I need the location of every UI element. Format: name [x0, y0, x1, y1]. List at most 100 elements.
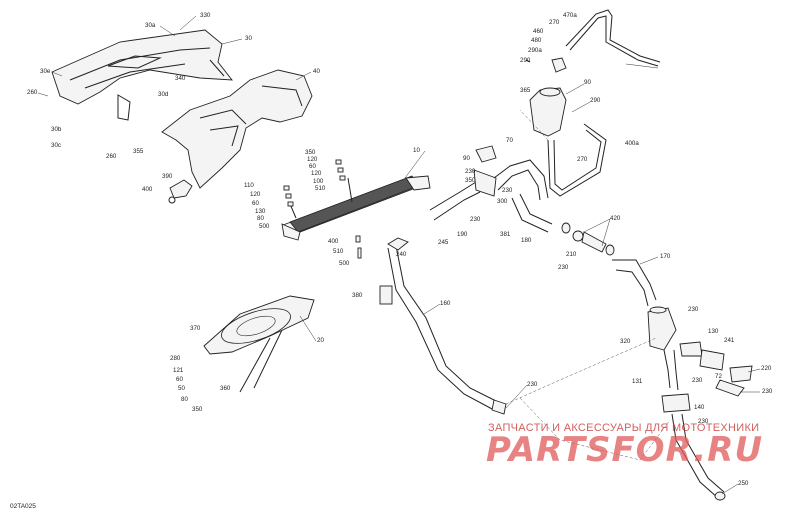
part-131-hose: [661, 349, 691, 413]
callout-50: 50: [178, 385, 185, 392]
callout-120c: 120: [311, 170, 322, 177]
callout-330: 330: [200, 12, 211, 19]
callout-140: 140: [694, 404, 705, 411]
callout-230h: 230: [698, 418, 709, 425]
part-250-hose: [671, 413, 726, 501]
callout-230i: 230: [470, 216, 481, 223]
callout-290: 290: [590, 97, 601, 104]
part-190-hose: [429, 159, 549, 221]
callout-60b: 60: [309, 163, 316, 170]
watermark-tagline: ЗАПЧАСТИ И АКСЕССУАРЫ ДЛЯ МОТОТЕХНИКИ: [488, 422, 760, 434]
callout-30e: 30e: [40, 68, 51, 75]
callout-160: 160: [440, 300, 451, 307]
callout-290b: 290: [520, 57, 531, 64]
callout-400: 400: [142, 186, 153, 193]
diagram-code: 02TA025: [10, 503, 36, 510]
callout-390: 390: [162, 173, 173, 180]
callout-350b: 350: [192, 406, 203, 413]
callout-100: 100: [313, 178, 324, 185]
callout-80b: 80: [181, 396, 188, 403]
callout-60: 60: [252, 200, 259, 207]
callout-340: 340: [175, 75, 186, 82]
callout-240: 240: [396, 251, 407, 258]
callout-230a: 230: [527, 381, 538, 388]
part-20-fan-assembly: [203, 295, 315, 393]
part-160-long-hose: [387, 237, 507, 415]
callout-220: 220: [761, 365, 772, 372]
leader-lines: [37, 15, 761, 495]
callout-230c: 230: [502, 187, 513, 194]
callout-420: 420: [610, 215, 621, 222]
callout-120b: 120: [307, 156, 318, 163]
part-10-radiator: [281, 175, 431, 241]
callout-300: 300: [497, 198, 508, 205]
callout-230e: 230: [688, 306, 699, 313]
callout-90b: 90: [463, 155, 470, 162]
callout-120: 120: [250, 191, 261, 198]
callout-381: 381: [500, 231, 511, 238]
callout-130: 130: [255, 208, 266, 215]
callout-350c: 350: [465, 177, 476, 184]
callout-360: 360: [220, 385, 231, 392]
callout-470a: 470a: [563, 12, 577, 19]
callout-20: 20: [317, 337, 324, 344]
part-40-rear-fender: [161, 69, 313, 189]
callout-270: 270: [549, 19, 560, 26]
part-180-hose: [511, 193, 553, 233]
reference-line-3: [519, 109, 549, 141]
callout-230b: 230: [465, 168, 476, 175]
part-210-fittings: [561, 222, 615, 256]
callout-260b: 260: [106, 153, 117, 160]
callout-60c: 60: [176, 376, 183, 383]
callout-500b: 500: [339, 260, 350, 267]
callout-131: 131: [632, 378, 643, 385]
part-380-sleeve: [379, 285, 393, 305]
callout-30: 30: [245, 35, 252, 42]
reference-line-2: [519, 397, 671, 461]
callout-280: 280: [170, 355, 181, 362]
callout-180: 180: [521, 237, 532, 244]
callout-290a: 290a: [528, 47, 542, 54]
part-130-fitting: [679, 341, 725, 371]
callout-245: 245: [438, 239, 449, 246]
callout-500: 500: [259, 223, 270, 230]
callout-90: 90: [584, 79, 591, 86]
callout-230d: 230: [558, 264, 569, 271]
callout-380: 380: [352, 292, 363, 299]
callout-270b: 270: [577, 156, 588, 163]
callout-190: 190: [457, 231, 468, 238]
reference-line: [505, 337, 657, 405]
part-270-overflow-hose: [547, 123, 607, 197]
part-170-hose: [612, 259, 657, 307]
callout-365: 365: [520, 87, 531, 94]
callout-80: 80: [257, 215, 264, 222]
callout-241: 241: [724, 337, 735, 344]
callout-370: 370: [190, 325, 201, 332]
part-90-coolant-tank: [525, 9, 661, 137]
callout-230f: 230: [762, 388, 773, 395]
callout-30d: 30d: [158, 91, 169, 98]
callout-400b: 400: [328, 238, 339, 245]
callout-30a: 30a: [145, 22, 156, 29]
callout-130b: 130: [708, 328, 719, 335]
callout-510: 510: [315, 185, 326, 192]
part-220-bracket: [715, 365, 753, 397]
part-30-front-cover: [51, 29, 233, 121]
callout-30b: 30b: [51, 126, 62, 133]
callout-70: 70: [506, 137, 513, 144]
callout-72: 72: [715, 373, 722, 380]
callout-40: 40: [313, 68, 320, 75]
callout-110: 110: [244, 182, 254, 189]
callout-355: 355: [133, 148, 144, 155]
callout-170: 170: [660, 253, 671, 260]
callout-labels: 330 30a 30 30e 260 340 30d 30b 30c 260 3…: [27, 12, 773, 487]
part-400-clip: [168, 179, 193, 204]
callout-320: 320: [620, 338, 631, 345]
callout-350: 350: [305, 149, 316, 156]
callout-30c: 30c: [51, 142, 61, 149]
callout-460: 460: [533, 28, 544, 35]
callout-210: 210: [566, 251, 577, 258]
callout-510b: 510: [333, 248, 344, 255]
